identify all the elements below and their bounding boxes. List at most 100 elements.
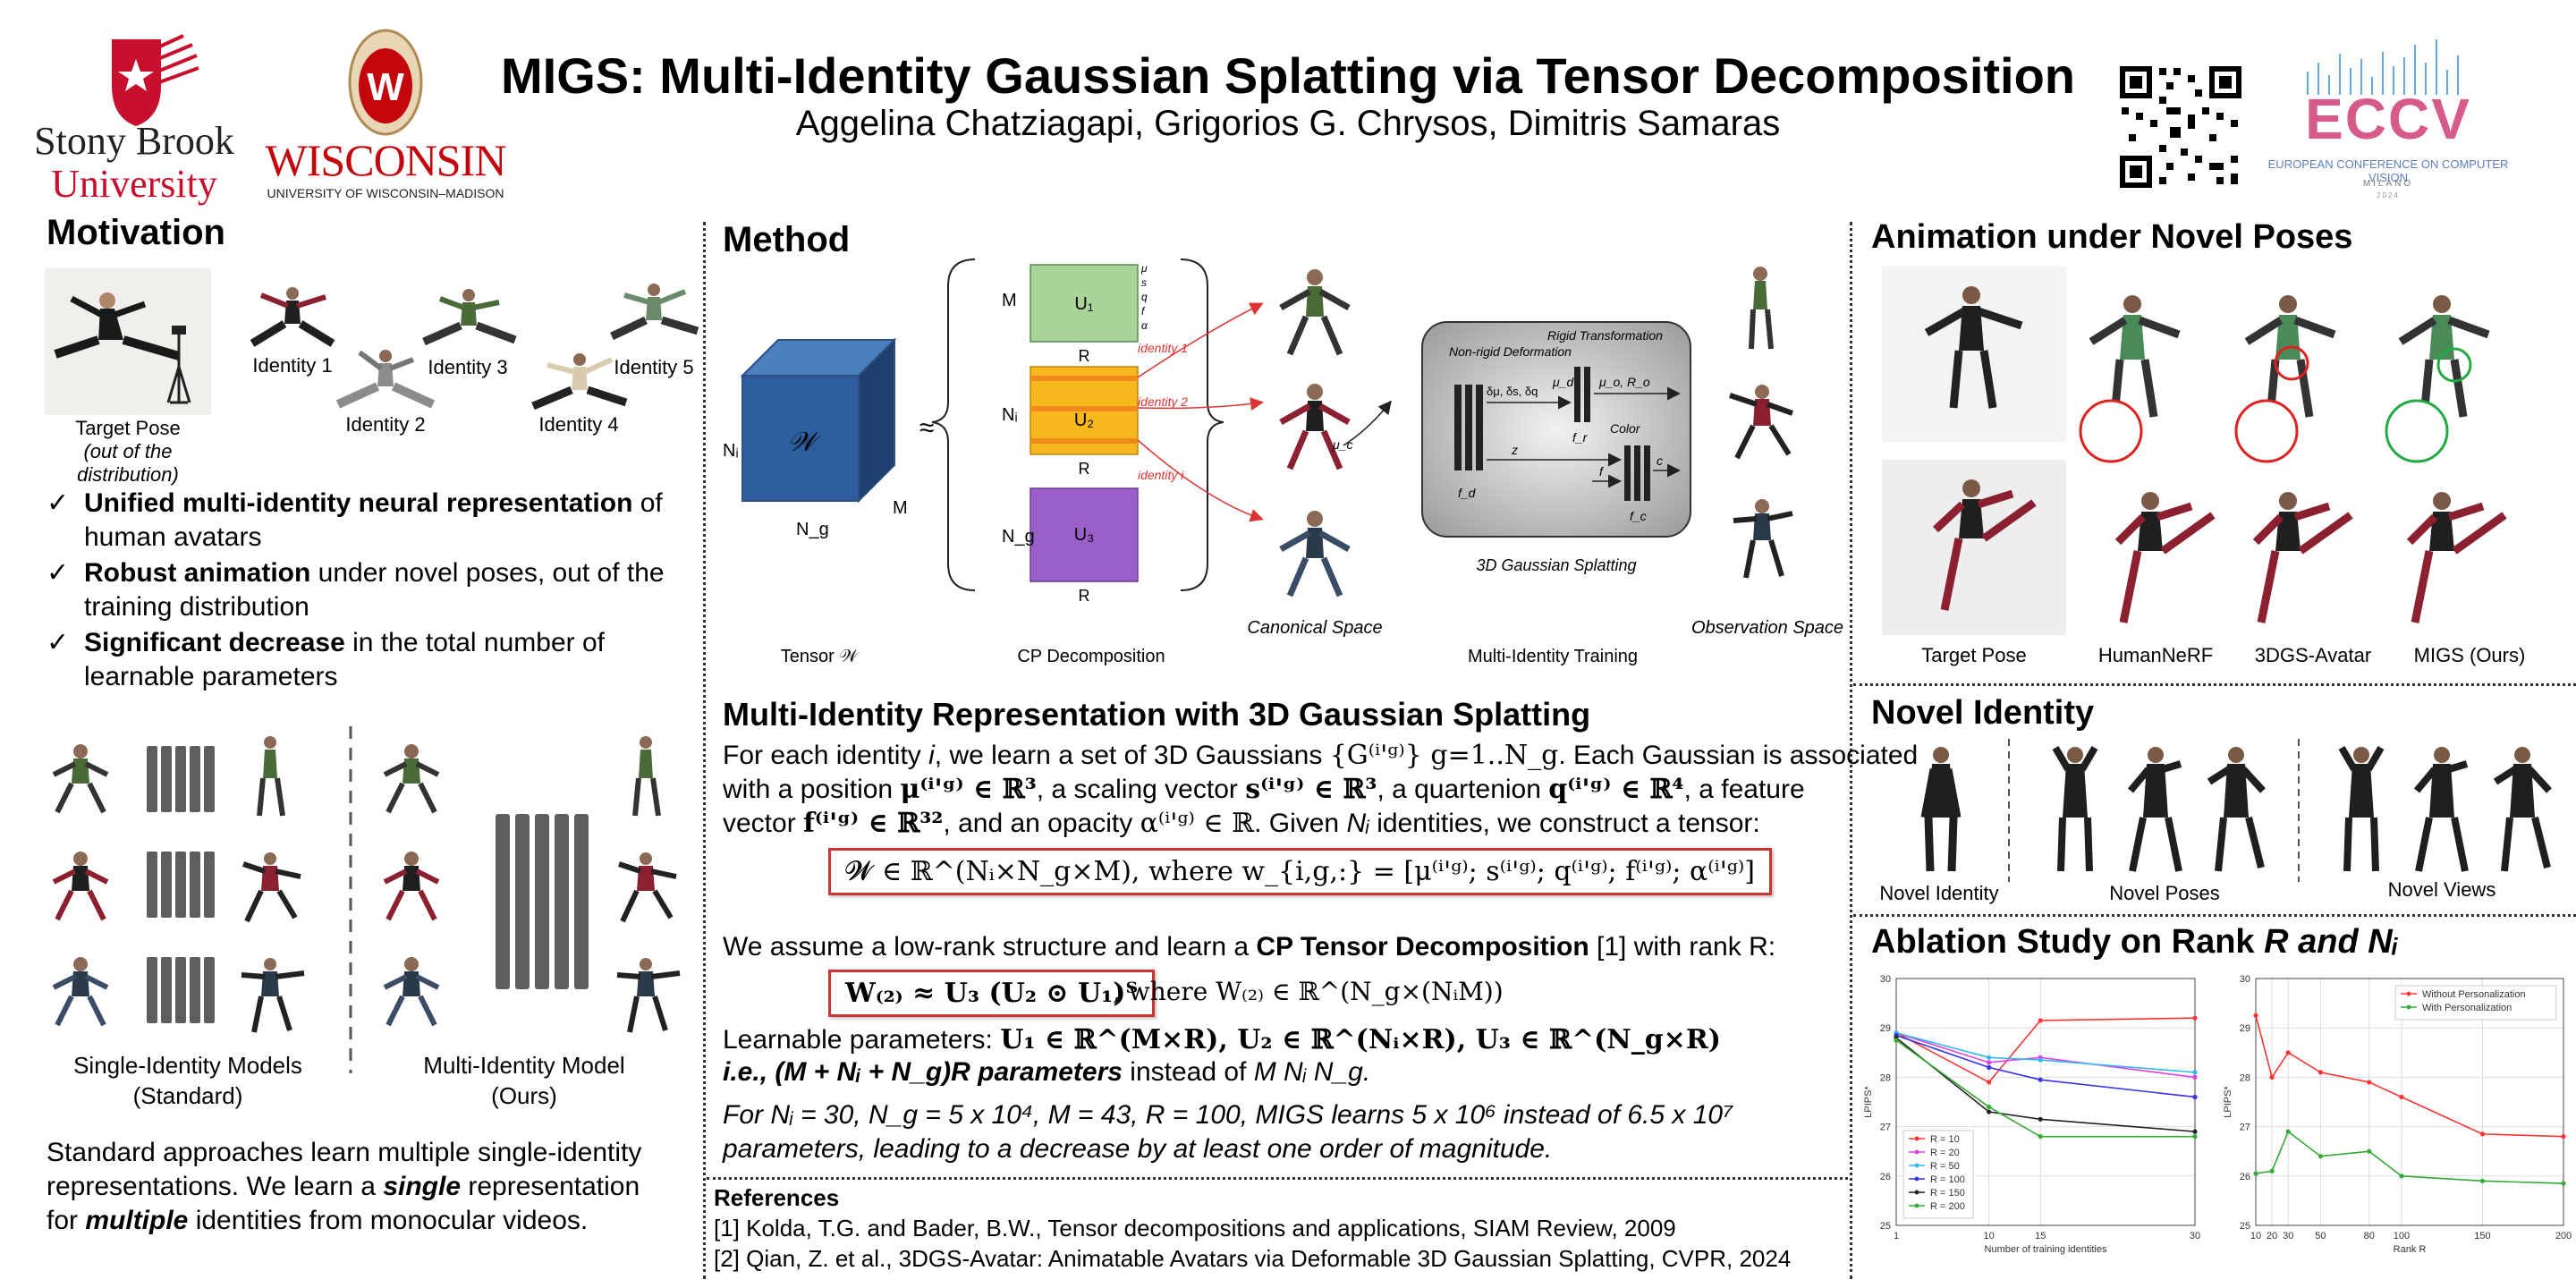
rep-l3a: vector [723, 809, 804, 838]
u3-col-label: R [1079, 587, 1090, 605]
animation-figure [1882, 265, 2571, 640]
bullet-robust-rest: under novel poses, out of the training d… [84, 558, 665, 622]
rep-l3c: . Given [1254, 809, 1347, 838]
learnable-params-line: Learnable parameters: U₁ ∈ ℝ^(M×R), U₂ ∈… [723, 1023, 1721, 1057]
separator-references [707, 1177, 1848, 1180]
tensor-label: Tensor 𝒲 [781, 647, 860, 666]
gaussian-splatting-box [1421, 321, 1691, 538]
data-point [2253, 1013, 2258, 1018]
multi-identity-training-label: Multi-Identity Training [1468, 647, 1638, 666]
rep-line-3: vector f⁽ⁱ'ᵍ⁾ ∈ ℝ³², and an opacity α⁽ⁱ'… [723, 807, 1841, 841]
ablation-title-a: Ablation Study on Rank [1871, 923, 2265, 961]
wisconsin-crest-icon: W [348, 29, 423, 136]
animation-label-3dgs: 3DGS-Avatar [2254, 644, 2372, 666]
gs-label: 3D Gaussian Splatting [1476, 556, 1636, 574]
y-tick-label: 29 [1880, 1023, 1891, 1034]
series-line [1895, 1031, 2196, 1079]
data-point [2367, 1080, 2372, 1085]
param-f: f [1141, 305, 1146, 318]
legend-box [2394, 985, 2557, 1021]
fr-label: f_r [1572, 430, 1589, 445]
representation-paragraph-2: We assume a low-rank structure and learn… [723, 930, 1775, 964]
separator-ablation [1853, 914, 2576, 917]
legend-box [1902, 1130, 1974, 1219]
eccv-logo: ECCV EUROPEAN CONFERENCE ON COMPUTER VIS… [2254, 36, 2522, 206]
humannerf-results [2079, 295, 2216, 623]
rep-l1-math: {G⁽ⁱ'ᵍ⁾} g=1..N_g [1329, 740, 1559, 771]
canonical-figures [1279, 269, 1351, 597]
identity-5-label: Identity 5 [614, 356, 694, 378]
data-point [2192, 1134, 2198, 1140]
closing-3a: for [47, 1206, 86, 1235]
data-point [2038, 1116, 2043, 1122]
sbu-logo-line1: Stony Brook [34, 119, 234, 163]
data-point [1987, 1080, 1992, 1085]
non-rigid-label: Non-rigid Deformation [1449, 344, 1572, 359]
approx-symbol: ≈ [919, 413, 934, 443]
bullet-unified-rest: of human avatars [84, 488, 663, 552]
bullet-decrease: ✓Significant decrease in the total numbe… [47, 626, 691, 694]
y-tick-label: 30 [2240, 974, 2250, 985]
legend-marker [1914, 1203, 1919, 1208]
observation-figures [1729, 267, 1794, 579]
data-point [2038, 1134, 2043, 1140]
y-tick-label: 30 [1880, 974, 1891, 985]
x-tick-label: 150 [2474, 1231, 2490, 1241]
closing-line-2: representations. We learn a single repre… [47, 1170, 699, 1204]
closing-line-3: for multiple identities from monocular v… [47, 1204, 699, 1238]
rep-l2-m3: q⁽ⁱ'ᵍ⁾ ∈ ℝ⁴ [1548, 774, 1684, 805]
x-tick-label: 200 [2555, 1231, 2572, 1241]
u3-row-label: N_g [1002, 527, 1035, 547]
migs-results [2385, 295, 2507, 623]
y-tick-label: 25 [1880, 1221, 1891, 1232]
rep-l3-m1: f⁽ⁱ'ᵍ⁾ ∈ ℝ³² [803, 808, 944, 839]
data-point [2285, 1129, 2291, 1134]
data-point [2038, 1077, 2043, 1082]
param-alpha: α [1141, 319, 1148, 332]
novel-poses-label: Novel Poses [2109, 882, 2220, 904]
legend-label: R = 20 [1930, 1148, 1960, 1158]
rep-l2-m2: s⁽ⁱ'ᵍ⁾ ∈ ℝ³ [1245, 774, 1377, 805]
x-tick-label: 80 [2364, 1231, 2375, 1241]
ablation-title-b: R and Nᵢ [2264, 923, 2399, 961]
rep-line-1: For each identity i, we learn a set of 3… [723, 739, 1918, 773]
plot-frame [1895, 978, 2196, 1226]
data-point [2561, 1134, 2566, 1140]
legend-marker [2406, 1004, 2411, 1010]
param-mu: μ [1140, 262, 1148, 275]
u1-label: U₁ [1074, 294, 1093, 314]
rep-p2a: We assume a low-rank structure and learn… [723, 932, 1257, 962]
x-tick-label: 10 [1984, 1231, 1995, 1241]
series-line [1895, 1017, 2196, 1083]
data-point [2269, 1074, 2275, 1080]
mu-o-label: μ_o, R_o [1598, 375, 1650, 389]
observation-space-label: Observation Space [1691, 618, 1843, 638]
rigid-label: Rigid Transformation [1547, 328, 1663, 343]
tensor-cube [740, 337, 897, 504]
data-point [2399, 1174, 2404, 1179]
eccv-logo-year: 2024 [2377, 191, 2400, 199]
rep-l1a: For each identity [723, 741, 929, 770]
data-point [2192, 1074, 2198, 1080]
bullet-unified-bold: Unified multi-identity neural representa… [84, 488, 633, 518]
x-tick-label: 30 [2190, 1231, 2200, 1241]
y-tick-label: 25 [2240, 1221, 2250, 1232]
y-axis-label: LPIPS* [2223, 1086, 2233, 1118]
data-point [2192, 1094, 2198, 1100]
wisconsin-logo: W WISCONSIN UNIVERSITY OF WISCONSIN–MADI… [256, 27, 515, 206]
x-tick-label: 1 [1894, 1231, 1899, 1241]
check-icon: ✓ [47, 558, 70, 588]
x-tick-label: 100 [2394, 1231, 2410, 1241]
data-point [2399, 1094, 2404, 1100]
bullet-unified: ✓Unified multi-identity neural represent… [47, 487, 691, 555]
closing-line-1: Standard approaches learn multiple singl… [47, 1138, 642, 1167]
rep-l2c: , a quartenion [1377, 775, 1549, 804]
identity-1-tag: identity 1 [1138, 341, 1188, 355]
rep-l3-m2: α⁽ⁱ'ᵍ⁾ ∈ ℝ [1140, 808, 1255, 839]
qr-code-icon[interactable] [2116, 63, 2245, 191]
data-point [2192, 1015, 2198, 1021]
identity-1-label: Identity 1 [252, 354, 333, 377]
u1-row-label: M [1002, 291, 1017, 310]
identity-5-image [610, 284, 699, 341]
separator-right [1850, 222, 1852, 1279]
